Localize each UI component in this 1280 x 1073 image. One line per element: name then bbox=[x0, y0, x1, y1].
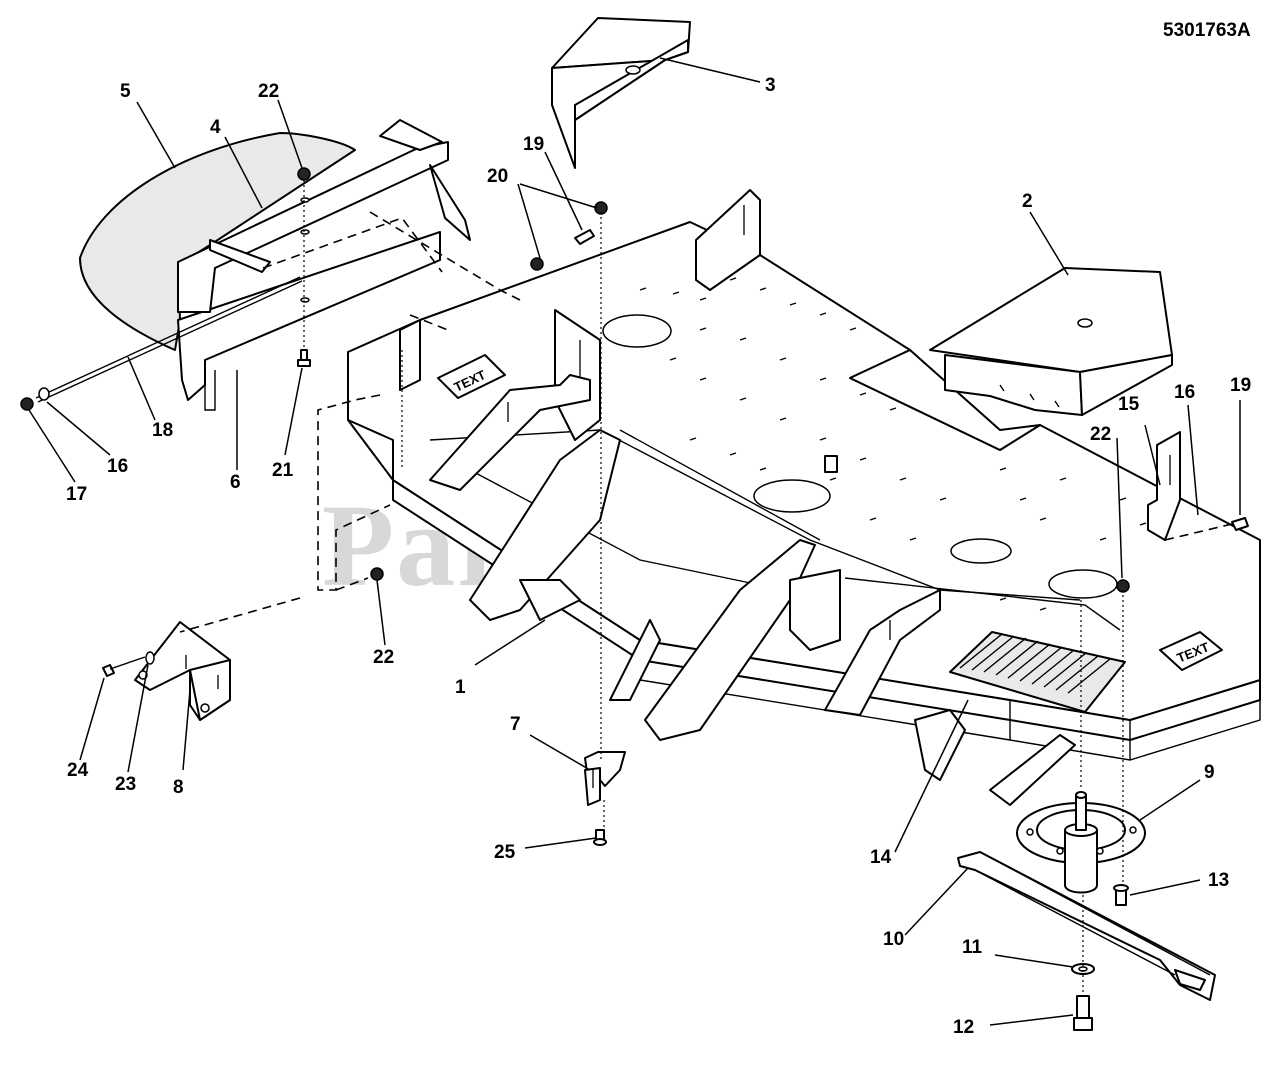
callout-9: 9 bbox=[1204, 762, 1215, 783]
part-2-belt-shield bbox=[929, 267, 1173, 416]
callout-7: 7 bbox=[510, 714, 521, 735]
callout-11: 11 bbox=[962, 937, 983, 958]
callout-1: 1 bbox=[455, 677, 466, 698]
part-19-bolt-rear bbox=[574, 229, 595, 245]
callout-23: 23 bbox=[115, 774, 136, 795]
part-19-bolt-right bbox=[1231, 517, 1249, 531]
callout-19-rear: 19 bbox=[523, 134, 544, 155]
leader-lines bbox=[28, 57, 1241, 1026]
callout-16-left: 16 bbox=[107, 456, 128, 477]
callout-10: 10 bbox=[883, 929, 904, 950]
callout-22-left: 22 bbox=[373, 647, 394, 668]
part-23-washer bbox=[145, 651, 155, 665]
part-9-spindle bbox=[1016, 791, 1146, 894]
part-3-belt-shield bbox=[551, 17, 691, 169]
callout-19-right: 19 bbox=[1230, 375, 1251, 396]
deck-decal-rear: TEXT bbox=[437, 354, 506, 399]
callout-15: 15 bbox=[1118, 394, 1140, 415]
callout-8: 8 bbox=[173, 777, 184, 798]
deck-hitch-arms bbox=[429, 374, 1076, 806]
spindle-holes bbox=[602, 314, 1118, 599]
callouts: 1 2 3 4 5 6 7 8 9 10 11 12 13 14 15 16 1… bbox=[66, 75, 1251, 1038]
callout-14: 14 bbox=[870, 847, 892, 868]
callout-13: 13 bbox=[1208, 870, 1229, 891]
part-6-discharge-bracket bbox=[177, 231, 441, 411]
part-8-bracket bbox=[134, 621, 231, 721]
part-13-bolt bbox=[1113, 884, 1129, 906]
part-25-bolt bbox=[593, 829, 607, 846]
part-21-bolt bbox=[297, 349, 311, 367]
callout-21: 21 bbox=[272, 460, 294, 481]
deck-decal-front: TEXT bbox=[1159, 631, 1223, 671]
part-4-discharge-pivot bbox=[177, 119, 471, 313]
callout-16-right: 16 bbox=[1174, 382, 1195, 403]
callout-22-discharge: 22 bbox=[258, 81, 279, 102]
callout-24: 24 bbox=[67, 760, 89, 781]
callout-3: 3 bbox=[765, 75, 776, 96]
callout-20: 20 bbox=[487, 166, 508, 187]
assembly-lines bbox=[179, 180, 1233, 1000]
callout-25: 25 bbox=[494, 842, 516, 863]
callout-17: 17 bbox=[66, 484, 87, 505]
callout-2: 2 bbox=[1022, 191, 1033, 212]
part-22-nut-discharge bbox=[297, 167, 311, 181]
part-20-nut bbox=[530, 257, 544, 271]
part-16-washer bbox=[38, 387, 50, 401]
part-22-nut-left bbox=[370, 567, 384, 581]
callout-5: 5 bbox=[120, 81, 131, 102]
callout-22-right: 22 bbox=[1090, 424, 1111, 445]
callout-4: 4 bbox=[210, 117, 221, 138]
callout-12: 12 bbox=[953, 1017, 974, 1038]
part-7-hanger bbox=[584, 751, 626, 806]
part-18-rod bbox=[35, 276, 303, 403]
deck-rear-brackets bbox=[399, 189, 761, 441]
callout-6: 6 bbox=[230, 472, 241, 493]
part-24-bolt bbox=[102, 656, 146, 677]
deck-slots bbox=[639, 277, 1177, 656]
part-10-blade bbox=[957, 851, 1216, 1001]
part-15-bracket bbox=[1147, 431, 1181, 541]
part-5-discharge-chute bbox=[79, 132, 356, 351]
document-number: 5301763A bbox=[1163, 20, 1251, 41]
part-12-bolt bbox=[1073, 995, 1093, 1031]
callout-18: 18 bbox=[152, 420, 173, 441]
part-17-nut bbox=[20, 397, 34, 411]
